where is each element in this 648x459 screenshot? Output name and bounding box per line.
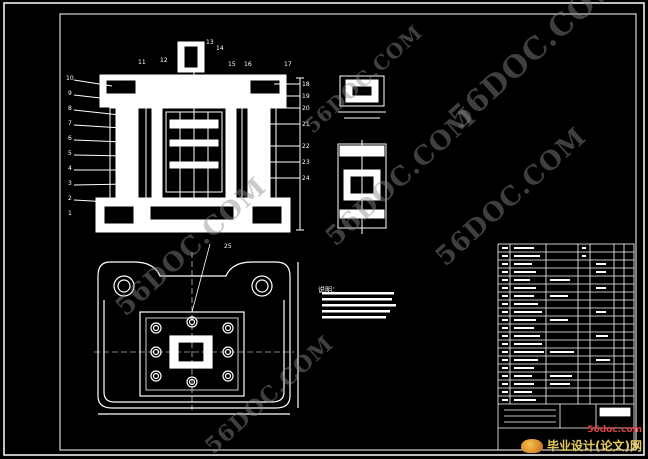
part-number: 12 bbox=[160, 57, 168, 64]
part-number: 6 bbox=[68, 135, 72, 142]
detail-view-top bbox=[338, 75, 386, 119]
parts-list-table bbox=[497, 243, 635, 451]
part-number: 1 bbox=[68, 210, 72, 217]
part-number: 7 bbox=[68, 120, 72, 127]
part-number: 17 bbox=[284, 61, 292, 68]
brand-label: 毕业设计(论文)网 bbox=[547, 439, 642, 453]
part-number: 5 bbox=[68, 150, 72, 157]
part-number: 13 bbox=[206, 39, 214, 46]
part-number-labels: 10 9 8 7 6 5 4 3 2 1 11 12 13 14 15 16 1… bbox=[66, 39, 310, 250]
plan-view bbox=[94, 243, 299, 415]
part-number: 19 bbox=[302, 93, 310, 100]
part-number: 16 bbox=[244, 61, 252, 68]
part-number: 11 bbox=[138, 59, 146, 66]
detail-view-bottom bbox=[337, 140, 387, 234]
technical-notes bbox=[322, 292, 396, 319]
part-number: 22 bbox=[302, 143, 310, 150]
part-number: 23 bbox=[302, 159, 310, 166]
drawing-border bbox=[3, 2, 645, 456]
brand-url: 56doc.com bbox=[587, 425, 642, 435]
notes-heading: 说明： bbox=[318, 286, 339, 294]
part-number: 8 bbox=[68, 105, 72, 112]
site-brand: 56doc.com 毕业设计(论文)网 bbox=[521, 425, 642, 454]
part-number: 25 bbox=[224, 243, 232, 250]
part-number: 14 bbox=[216, 45, 224, 52]
part-number: 21 bbox=[302, 121, 310, 128]
part-number: 10 bbox=[66, 75, 74, 82]
brand-logo-icon bbox=[521, 438, 544, 453]
part-number: 3 bbox=[68, 180, 72, 187]
part-number: 2 bbox=[68, 195, 72, 202]
part-number: 18 bbox=[302, 81, 310, 88]
part-number: 4 bbox=[68, 165, 72, 172]
part-number: 20 bbox=[302, 105, 310, 112]
drawing-inner-border bbox=[59, 13, 637, 451]
front-section-view bbox=[73, 41, 304, 233]
part-number: 9 bbox=[68, 90, 72, 97]
parts-list-entries bbox=[502, 247, 610, 401]
part-number: 15 bbox=[228, 61, 236, 68]
part-number: 24 bbox=[302, 175, 310, 182]
